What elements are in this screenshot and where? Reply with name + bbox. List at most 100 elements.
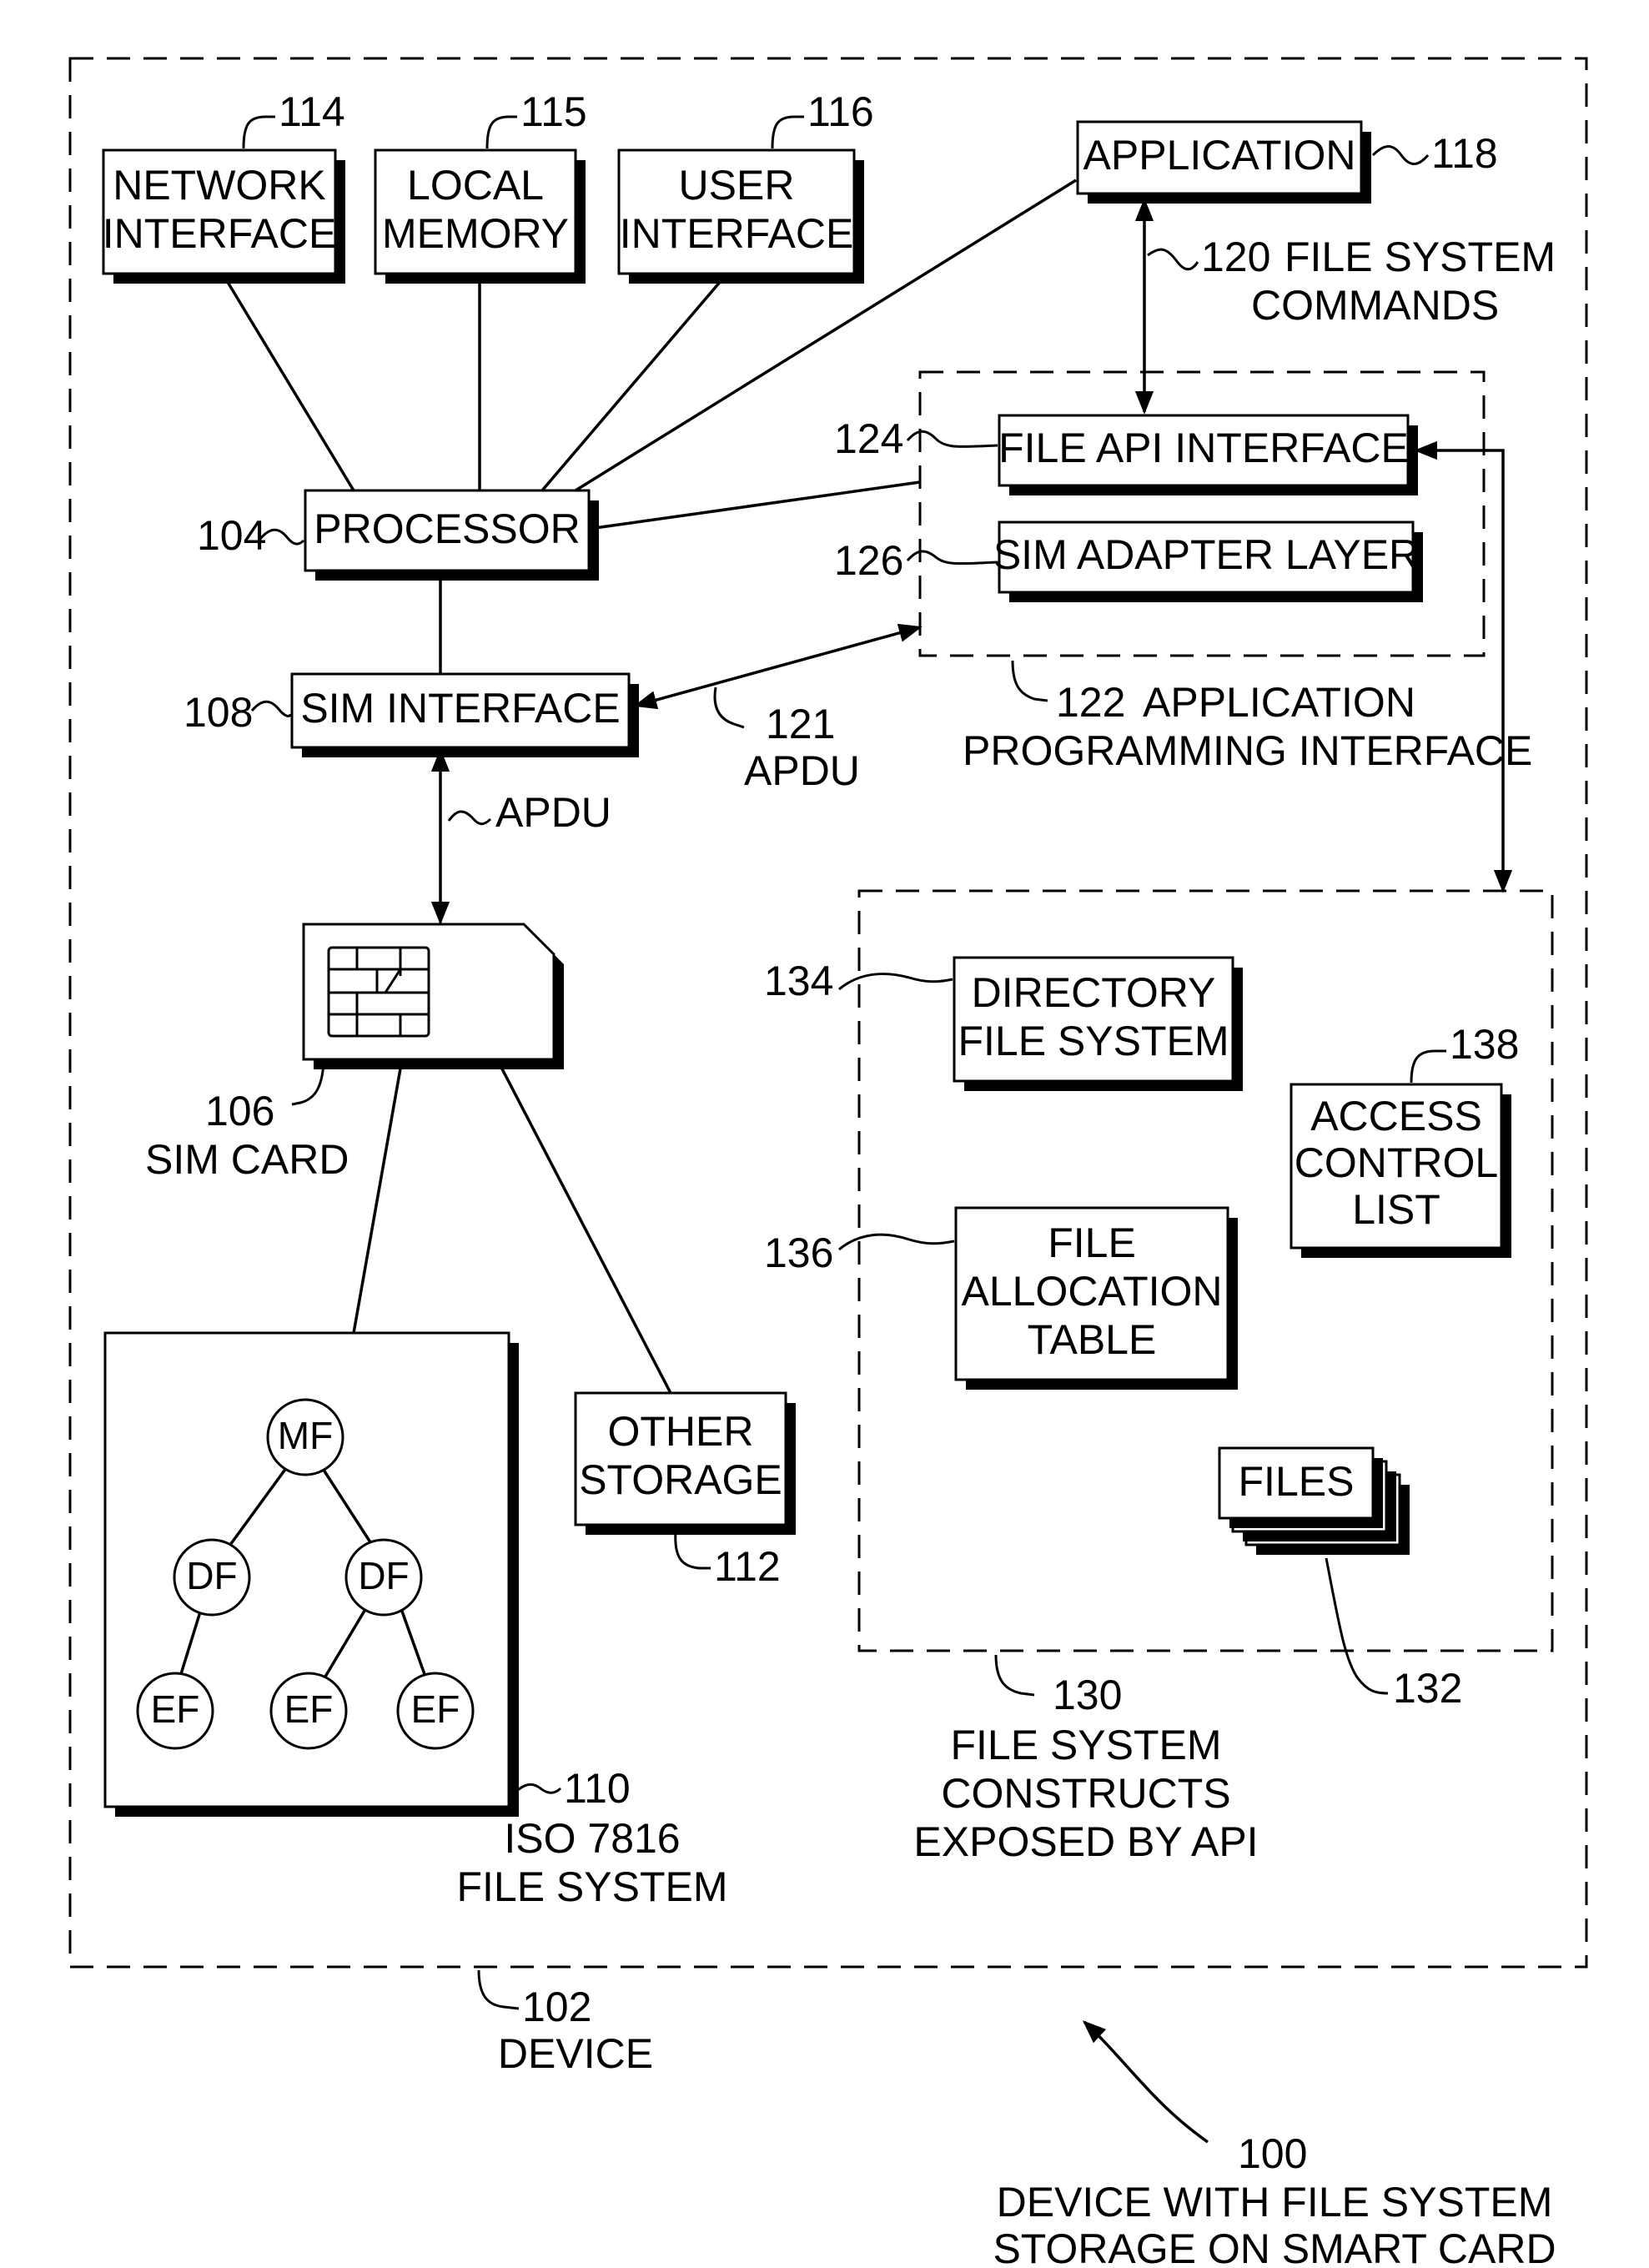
leader-102 [477, 1969, 520, 2010]
tree-node-mf: MF [266, 1398, 344, 1476]
sim-interface-box: SIM INTERFACE [290, 672, 639, 757]
link-processor-api [588, 480, 921, 531]
file-api-interface-box: FILE API INTERFACE [998, 414, 1418, 495]
link-simcard-iso [352, 1059, 404, 1334]
constructs-boundary [857, 889, 1554, 1652]
ref-106: 106 [205, 1088, 274, 1134]
constructs-line2: CONSTRUCTS [941, 1770, 1230, 1817]
file-api-interface-label: FILE API INTERFACE [998, 425, 1409, 471]
local-memory-box: LOCAL MEMORY [374, 148, 586, 284]
acl-line2: CONTROL [1295, 1139, 1498, 1186]
arrow-api-constructs [1414, 440, 1513, 893]
leader-112 [674, 1531, 711, 1570]
leader-106 [291, 1062, 325, 1106]
leader-apdu [447, 810, 492, 826]
constructs-line1: FILE SYSTEM [950, 1722, 1221, 1768]
leader-120 [1147, 248, 1199, 271]
link-application-processor [575, 179, 1077, 492]
sim-adapter-layer-box: SIM ADAPTER LAYER [993, 520, 1423, 602]
tree-node-ef-3: EF [396, 1672, 475, 1750]
file-system-commands-line2: COMMANDS [1251, 282, 1499, 329]
application-box: APPLICATION [1076, 120, 1371, 204]
iso-file-system-box: MF DF DF EF EF EF [103, 1331, 519, 1817]
file-tree: MF DF DF EF EF EF [136, 1398, 475, 1750]
local-memory-line1: LOCAL [407, 162, 544, 209]
leader-100 [1082, 2020, 1209, 2144]
directory-fs-line2: FILE SYSTEM [958, 1018, 1229, 1064]
link-network-processor [222, 274, 355, 491]
leader-116 [771, 115, 804, 149]
ref-112: 112 [714, 1543, 781, 1590]
svg-text:EF: EF [411, 1687, 460, 1731]
link-simcard-otherstorage [495, 1059, 672, 1394]
leader-136 [838, 1233, 955, 1251]
local-memory-line2: MEMORY [382, 210, 569, 257]
other-storage-line2: STORAGE [579, 1456, 782, 1503]
leader-132 [1325, 1557, 1389, 1695]
leader-118 [1371, 145, 1430, 165]
tree-node-ef-2: EF [269, 1672, 348, 1750]
svg-text:EF: EF [151, 1687, 200, 1731]
ref-100: 100 [1238, 2130, 1307, 2177]
overall-line2: STORAGE ON SMART CARD [993, 2225, 1556, 2268]
ref-110: 110 [564, 1765, 631, 1812]
fat-line1: FILE [1048, 1219, 1136, 1266]
leader-134 [838, 973, 953, 991]
file-system-commands-line1: FILE SYSTEM [1285, 234, 1556, 280]
files-stack: FILES [1218, 1446, 1410, 1555]
processor-label: PROCESSOR [314, 505, 581, 552]
ref-124: 124 [834, 415, 903, 462]
ref-114: 114 [279, 88, 345, 135]
other-storage-line1: OTHER [608, 1408, 754, 1455]
ref-134: 134 [764, 958, 833, 1004]
ref-120: 120 [1201, 234, 1270, 280]
sim-card-label: SIM CARD [145, 1136, 349, 1183]
arrow-apdu-api [633, 623, 923, 710]
ref-126: 126 [834, 537, 903, 584]
overall-line1: DEVICE WITH FILE SYSTEM [997, 2179, 1553, 2225]
sim-card [302, 923, 564, 1069]
file-allocation-table-box: FILE ALLOCATION TABLE [954, 1206, 1238, 1390]
svg-text:MF: MF [278, 1414, 333, 1457]
svg-text:DF: DF [358, 1554, 409, 1597]
leader-115 [485, 115, 517, 149]
ref-104: 104 [197, 512, 266, 559]
ref-132: 132 [1393, 1665, 1462, 1712]
leader-121 [713, 686, 745, 729]
other-storage-box: OTHER STORAGE [574, 1391, 796, 1535]
user-interface-line2: INTERFACE [620, 210, 854, 257]
api-line1: APPLICATION [1143, 679, 1415, 726]
sim-chip-icon [327, 946, 430, 1038]
leader-138 [1410, 1049, 1446, 1084]
iso-fs-line1: ISO 7816 [504, 1815, 680, 1862]
access-control-list-box: ACCESS CONTROL LIST [1290, 1083, 1511, 1258]
iso-fs-line2: FILE SYSTEM [456, 1863, 727, 1910]
sim-interface-label: SIM INTERFACE [300, 685, 620, 732]
fat-line2: ALLOCATION [961, 1268, 1222, 1315]
leader-130 [994, 1654, 1035, 1697]
api-line2: PROGRAMMING INTERFACE [963, 727, 1532, 774]
ref-102: 102 [522, 1984, 591, 2030]
constructs-line3: EXPOSED BY API [913, 1818, 1258, 1865]
leader-126 [906, 550, 998, 566]
tree-node-df-left: DF [173, 1538, 251, 1617]
network-interface-line2: INTERFACE [103, 210, 337, 257]
ref-115: 115 [520, 88, 587, 135]
ref-118: 118 [1431, 130, 1498, 177]
acl-line1: ACCESS [1310, 1093, 1482, 1139]
ref-136: 136 [764, 1230, 833, 1276]
ref-122: 122 [1056, 679, 1125, 726]
leader-122 [1011, 660, 1048, 702]
sim-adapter-layer-label: SIM ADAPTER LAYER [993, 531, 1419, 578]
processor-box: PROCESSOR [304, 489, 599, 581]
link-userif-processor [540, 274, 727, 492]
device-label: DEVICE [498, 2030, 653, 2077]
ref-121: 121 [766, 701, 835, 747]
svg-text:EF: EF [284, 1687, 334, 1731]
leader-114 [242, 115, 275, 149]
ref-130: 130 [1053, 1672, 1122, 1718]
tree-node-df-right: DF [344, 1538, 423, 1617]
ref-108: 108 [184, 689, 253, 736]
apdu-vertical-label: APDU [495, 789, 611, 836]
